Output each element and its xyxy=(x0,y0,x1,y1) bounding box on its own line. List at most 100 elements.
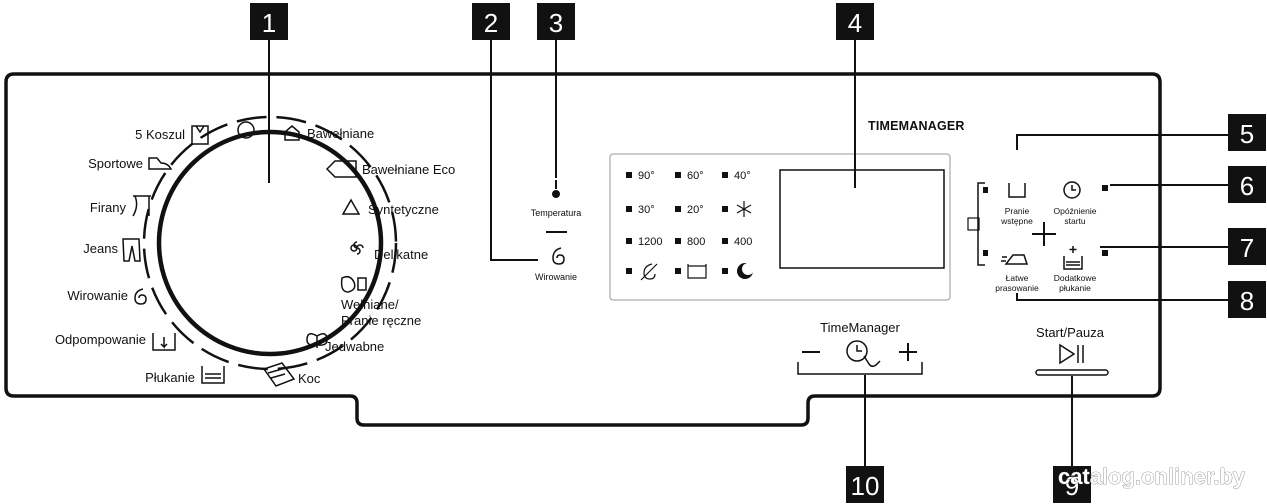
eco-tag-icon xyxy=(325,160,357,178)
timemanager-brand: TIMEMANAGER xyxy=(868,119,965,133)
callout-10-box xyxy=(846,466,884,503)
callout-6: 6 xyxy=(1240,171,1254,201)
timemanager-label: TimeManager xyxy=(820,320,900,335)
temp-20: 20° xyxy=(687,204,704,216)
callout-1: 1 xyxy=(262,8,276,38)
callout-5-line xyxy=(1016,134,1228,150)
timemanager-touch-icon xyxy=(846,340,881,368)
spin-icon xyxy=(134,288,147,305)
cold-snowflake-icon xyxy=(736,201,752,217)
indicator-40 xyxy=(722,172,728,178)
indicator-30 xyxy=(626,206,632,212)
program-sportowe: Sportowe xyxy=(88,156,143,171)
callout-9: 9 xyxy=(1065,471,1079,501)
program-plukanie: Płukanie xyxy=(145,370,195,385)
indicator-60 xyxy=(675,172,681,178)
callout-5: 5 xyxy=(1240,119,1254,149)
prewash-icon xyxy=(1008,183,1026,198)
spin-icon-button xyxy=(552,247,565,265)
synthetic-triangle-icon xyxy=(341,198,361,215)
easy-iron-label-line2: prasowanie xyxy=(995,283,1039,293)
extra-rinse-label-line1: Dodatkowe xyxy=(1054,273,1097,283)
indicator-night xyxy=(722,268,728,274)
easy-iron-label-line1: Łatwe xyxy=(1006,273,1029,283)
callout-2: 2 xyxy=(484,8,498,38)
program-bawelniane-eco: Bawełniane Eco xyxy=(362,162,455,177)
start-pause-label: Start/Pauza xyxy=(1036,325,1105,340)
indicator-lock-bottom xyxy=(983,250,988,256)
easy-iron-button[interactable]: Łatwe prasowanie xyxy=(995,254,1039,293)
delay-start-button[interactable]: Opóźnienie startu xyxy=(1053,181,1108,226)
dial-tick-ring xyxy=(142,115,398,371)
temperature-button[interactable]: Temperatura xyxy=(531,180,582,218)
shirt-icon xyxy=(191,125,209,145)
sport-shoe-icon xyxy=(148,157,173,170)
no-spin-icon xyxy=(640,263,658,281)
program-5-koszul: 5 Koszul xyxy=(135,127,185,142)
temp-40: 40° xyxy=(734,170,751,182)
rinse-hold-icon xyxy=(687,264,707,279)
timemanager-plus-button[interactable] xyxy=(899,343,917,361)
indicator-90 xyxy=(626,172,632,178)
drain-icon xyxy=(152,333,176,351)
temp-30: 30° xyxy=(638,204,655,216)
delay-clock-icon xyxy=(1063,181,1081,199)
indicator-cold xyxy=(722,206,728,212)
callout-2-line xyxy=(490,40,538,261)
combination-plus-icon xyxy=(1032,222,1056,246)
panel-outline xyxy=(4,72,1162,427)
indicator-rinse-hold xyxy=(675,268,681,274)
indicator-delay xyxy=(1102,185,1108,191)
indicator-400 xyxy=(722,238,728,244)
callout-3: 3 xyxy=(549,8,563,38)
program-firany: Firany xyxy=(90,200,127,215)
wool-handwash-icon xyxy=(340,275,367,293)
delay-label-line1: Opóźnienie xyxy=(1053,206,1096,216)
callout-1-box xyxy=(250,3,288,40)
extra-rinse-label-line2: płukanie xyxy=(1059,283,1091,293)
spin-button[interactable]: Wirowanie xyxy=(535,247,577,282)
indicator-20 xyxy=(675,206,681,212)
watermark: catalog.onliner.by xyxy=(1058,464,1246,489)
callout-4-box xyxy=(836,3,874,40)
rinse-icon xyxy=(201,366,225,384)
blanket-icon xyxy=(262,362,296,387)
display-panel xyxy=(609,153,951,301)
callout-9-box xyxy=(1053,466,1091,503)
child-lock-bracket xyxy=(977,182,985,266)
delay-label-line2: startu xyxy=(1064,216,1086,226)
off-position-icon xyxy=(237,121,255,139)
iron-icon xyxy=(1001,254,1029,265)
callout-6-box xyxy=(1228,166,1266,203)
play-pause-icon xyxy=(1059,343,1084,365)
callout-2-box xyxy=(472,3,510,40)
extra-rinse-button[interactable]: Dodatkowe płukanie xyxy=(1054,246,1108,293)
indicator-800 xyxy=(675,238,681,244)
start-pause-bar xyxy=(1035,369,1109,376)
prewash-label-line1: Pranie xyxy=(1005,206,1030,216)
callout-10: 10 xyxy=(851,471,880,501)
prewash-button[interactable]: Pranie wstępne xyxy=(1000,183,1033,226)
program-welniane-line1: Wełniane/ xyxy=(341,297,399,312)
callout-8: 8 xyxy=(1240,286,1254,316)
program-bawelniane: Bawełniane xyxy=(307,126,374,141)
indicator-extra-rinse xyxy=(1102,250,1108,256)
prewash-label-line2: wstępne xyxy=(1000,216,1033,226)
callout-5-box xyxy=(1228,114,1266,151)
spin-800: 800 xyxy=(687,236,705,248)
start-pause-button[interactable] xyxy=(1059,343,1084,365)
indicator-lock-top xyxy=(983,187,988,193)
silk-butterfly-icon xyxy=(306,333,328,348)
temp-60: 60° xyxy=(687,170,704,182)
program-syntetyczne: Syntetyczne xyxy=(368,202,439,217)
callout-7: 7 xyxy=(1240,233,1254,263)
display-screen xyxy=(779,169,945,269)
spin-label: Wirowanie xyxy=(535,272,577,282)
callout-8-box xyxy=(1228,281,1266,318)
delicate-flower-icon xyxy=(350,241,364,255)
thermometer-icon xyxy=(552,190,560,198)
program-delikatne: Delikatne xyxy=(374,247,428,262)
child-lock-icon xyxy=(967,217,980,231)
curtain-icon xyxy=(132,195,151,217)
